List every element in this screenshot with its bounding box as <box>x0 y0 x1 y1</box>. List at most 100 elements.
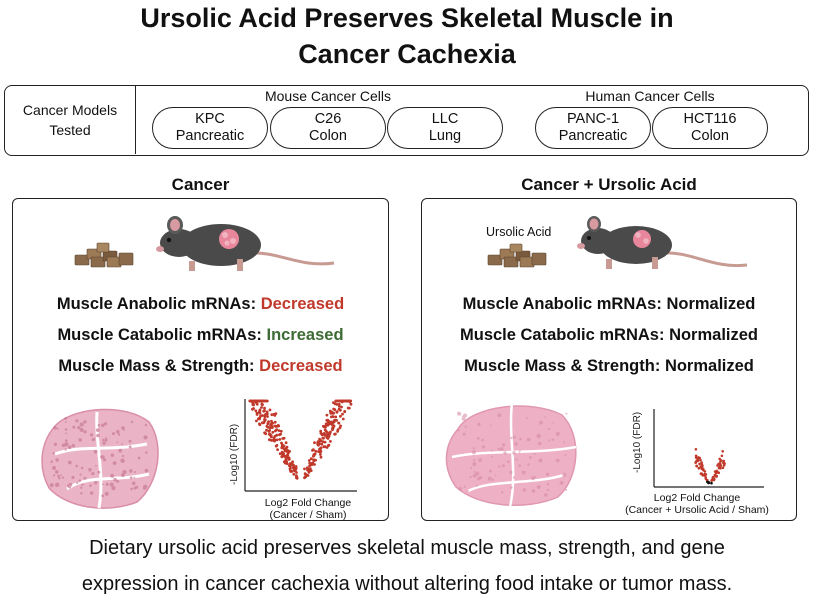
tissue-nucleus <box>503 451 507 455</box>
volcano-point <box>291 460 294 464</box>
tissue-nucleus <box>64 428 68 431</box>
volcano-point <box>273 434 277 438</box>
volcano-point <box>268 429 271 432</box>
metric-label: Muscle Mass & Strength: <box>464 357 661 375</box>
tissue-nucleus <box>499 447 504 451</box>
volcano-point <box>276 448 279 451</box>
volcano-point <box>263 406 266 410</box>
volcano-point <box>294 467 298 470</box>
volcano-point <box>714 475 718 478</box>
volcano-point <box>266 421 270 425</box>
xlabel-line-1: Log2 Fold Change <box>653 492 741 504</box>
tissue-nucleus <box>118 448 123 453</box>
volcano-point <box>292 472 296 476</box>
tissue-nucleus <box>100 455 104 459</box>
tissue-nucleus <box>89 433 94 437</box>
tissue-nucleus <box>112 461 117 465</box>
volcano-point <box>284 447 287 451</box>
tissue-nucleus <box>522 488 527 492</box>
tissue-nucleus <box>64 442 69 447</box>
pill-line-2: Colon <box>309 128 347 144</box>
tissue-nucleus <box>102 441 106 445</box>
tissue-nucleus <box>526 437 531 442</box>
mouse-icon <box>577 216 748 269</box>
tissue-nucleus <box>491 478 494 481</box>
volcano-point <box>325 418 329 422</box>
right-panel-heading: Cancer + Ursolic Acid <box>521 175 697 194</box>
volcano-point <box>307 459 311 462</box>
volcano-point <box>252 403 255 407</box>
volcano-point <box>337 404 341 408</box>
volcano-point <box>281 452 285 455</box>
tissue-nucleus <box>538 441 542 446</box>
tissue-nucleus <box>71 443 76 448</box>
volcano-point <box>313 441 316 445</box>
tissue-nucleus <box>512 476 516 479</box>
volcano-point <box>260 402 264 406</box>
volcano-point <box>248 399 252 403</box>
tissue-nucleus <box>68 482 73 487</box>
volcano-point <box>303 467 306 471</box>
tissue-nucleus <box>137 456 141 460</box>
volcano-point <box>342 399 346 403</box>
volcano-ylabel: -Log10 (FDR) <box>632 412 643 473</box>
model-pill-kpc: KPC Pancreatic <box>152 107 268 149</box>
tissue-nucleus <box>509 470 513 474</box>
model-pill-c26: C26 Colon <box>270 107 386 149</box>
volcano-point <box>323 428 327 432</box>
tissue-nucleus <box>473 470 476 473</box>
volcano-point <box>264 399 268 403</box>
pill-line-2: Lung <box>428 128 462 144</box>
volcano-point <box>291 466 295 470</box>
tissue-nucleus <box>512 435 516 439</box>
volcano-point <box>313 463 316 466</box>
volcano-point <box>310 463 314 467</box>
volcano-point <box>273 420 277 424</box>
tissue-nucleus <box>80 486 83 489</box>
tissue-nucleus <box>50 460 54 463</box>
pill-line-2: Colon <box>691 128 729 144</box>
tissue-nucleus <box>546 488 550 492</box>
volcano-point <box>335 410 339 414</box>
tissue-nucleus <box>551 438 555 441</box>
volcano-plot-ursolic: -Log10 (FDR) <box>632 409 764 488</box>
tissue-nucleus <box>562 472 567 478</box>
tissue-nucleus <box>491 455 494 458</box>
tissue-nucleus <box>53 442 58 446</box>
volcano-point <box>717 466 721 470</box>
tissue-nucleus <box>128 439 132 443</box>
pill-line-2: Pancreatic <box>558 128 628 144</box>
volcano-point <box>264 432 268 436</box>
tissue-nucleus <box>110 453 115 457</box>
metric-value-decreased: Decreased <box>259 357 343 375</box>
volcano-point <box>263 409 266 412</box>
tissue-nucleus <box>538 458 543 463</box>
volcano-point <box>313 458 316 462</box>
caption-line-1: Dietary ursolic acid preserves skeletal … <box>89 537 725 559</box>
volcano-point <box>694 448 698 451</box>
model-pill-hct116: HCT116 Colon <box>652 107 768 149</box>
tissue-nucleus <box>60 474 62 477</box>
tissue-nucleus <box>533 452 536 455</box>
volcano-point <box>309 457 313 461</box>
volcano-point <box>292 468 296 472</box>
tissue-nucleus <box>467 489 469 492</box>
tumor-icon <box>633 230 651 248</box>
tissue-nucleus <box>494 474 497 477</box>
tissue-nucleus <box>463 485 466 488</box>
tissue-nucleus <box>489 424 492 427</box>
volcano-point <box>319 431 323 435</box>
tissue-nucleus <box>501 491 504 494</box>
metric-mass-strength: Muscle Mass & Strength: Decreased <box>13 357 388 376</box>
tissue-nucleus <box>128 445 132 449</box>
tissue-nucleus <box>498 465 501 468</box>
tissue-nucleus <box>111 486 116 491</box>
tissue-nucleus <box>120 473 125 478</box>
tissue-nucleus <box>113 477 117 482</box>
title-line-2: Cancer Cachexia <box>298 39 516 69</box>
volcano-point <box>311 449 314 452</box>
tissue-nucleus <box>476 437 480 440</box>
volcano-point <box>268 426 272 430</box>
cancer-models-label: Cancer Models Tested <box>5 86 136 154</box>
tissue-nucleus <box>552 421 554 424</box>
